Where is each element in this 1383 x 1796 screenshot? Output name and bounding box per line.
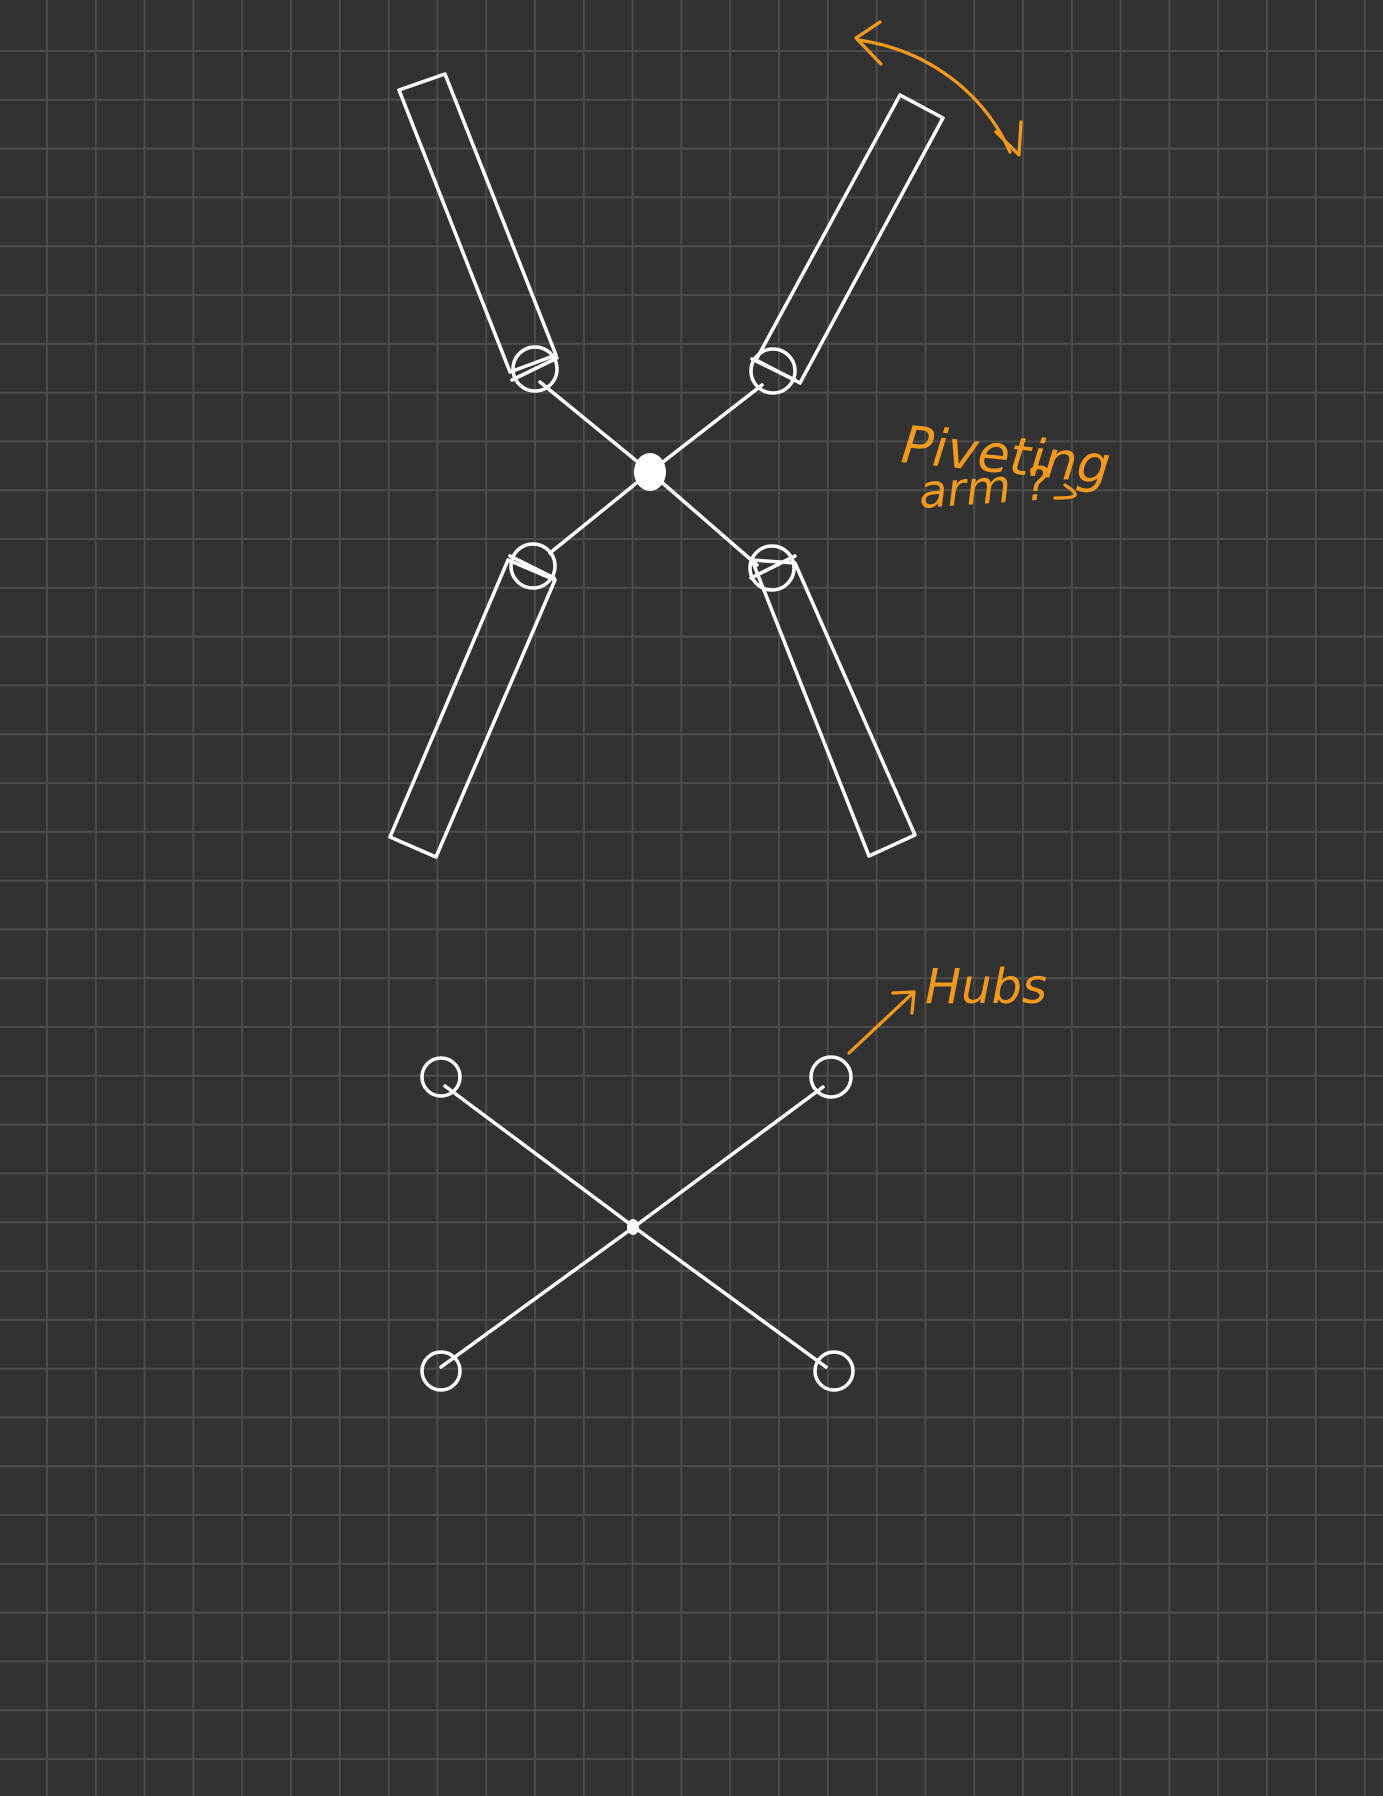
center-pivot bbox=[634, 453, 666, 491]
joint-upper-left-bar bbox=[510, 356, 559, 382]
annotation-underline-flourish bbox=[1053, 483, 1077, 500]
pointer-arrow-icon bbox=[847, 990, 916, 1055]
hub-strut-lower-right bbox=[632, 1225, 828, 1369]
joint-lower-left bbox=[509, 542, 557, 590]
hub-strut-upper-left bbox=[443, 1084, 636, 1229]
arm-upper-left bbox=[397, 72, 558, 374]
joint-lower-left-bar bbox=[508, 554, 556, 580]
frame-strut-lower-left bbox=[548, 470, 652, 555]
frame-strut-upper-left bbox=[538, 380, 652, 474]
hub-frame bbox=[420, 1055, 855, 1392]
joint-upper-right bbox=[749, 347, 797, 395]
hub-lower-left bbox=[420, 1350, 462, 1392]
joint-lower-right bbox=[748, 544, 796, 592]
hub-upper-left bbox=[420, 1056, 462, 1098]
hubs-annotation: Hubs bbox=[847, 959, 1047, 1055]
hub-strut-upper-right bbox=[632, 1085, 825, 1229]
arm-upper-right bbox=[754, 93, 945, 385]
annotation-hubs: Hubs bbox=[925, 959, 1047, 1015]
joint-upper-left bbox=[511, 345, 559, 393]
frame-strut-lower-right bbox=[648, 470, 759, 567]
annotation-arm: arm ? bbox=[917, 456, 1051, 519]
arm-lower-left bbox=[388, 558, 557, 859]
frame-strut-upper-right bbox=[648, 383, 764, 474]
hub-center bbox=[627, 1219, 639, 1235]
joint-lower-right-bar bbox=[749, 554, 797, 580]
joint-upper-right-bar bbox=[750, 357, 797, 382]
rotation-arrow-icon bbox=[854, 20, 1023, 157]
arm-lower-right bbox=[750, 558, 917, 858]
pivoting-arm-frame bbox=[388, 72, 945, 859]
hub-lower-right bbox=[813, 1350, 855, 1392]
hub-upper-right bbox=[809, 1055, 853, 1099]
hub-strut-lower-left bbox=[439, 1225, 636, 1369]
pivoting-arm-annotation: Piveting arm ? bbox=[899, 415, 1113, 519]
